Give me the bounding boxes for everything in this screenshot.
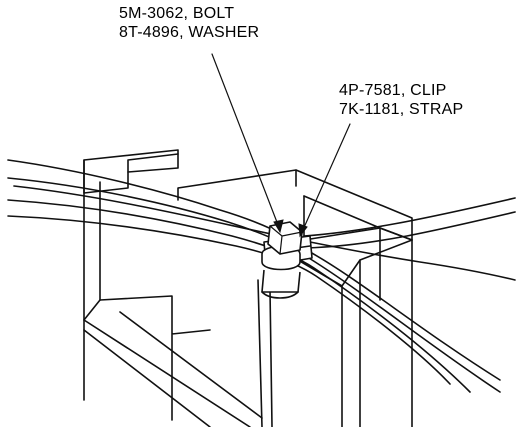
leader-clip-arrowhead bbox=[298, 223, 308, 238]
bracket-front-left-edge bbox=[83, 299, 211, 427]
bracket-back-right-face bbox=[177, 169, 413, 241]
cable-7 bbox=[305, 211, 516, 249]
leader-clip bbox=[301, 123, 351, 233]
bracket-bottom-slant bbox=[83, 311, 263, 427]
callout-bolt-part-number: 5M-3062, BOLT bbox=[119, 5, 235, 22]
bolt-washer bbox=[261, 221, 303, 299]
bolt-head-facets bbox=[269, 225, 303, 255]
leader-bolt bbox=[211, 53, 281, 231]
cable-5 bbox=[13, 185, 516, 281]
mounting-boss bbox=[261, 269, 301, 293]
bracket-right-top bbox=[297, 239, 413, 287]
bracket-top-notch bbox=[127, 153, 179, 173]
leader-lines bbox=[211, 53, 351, 238]
callout-bolt-washer: 5M-3062, BOLT 8T-4896, WASHER bbox=[119, 4, 259, 42]
bracket-left-side bbox=[83, 159, 101, 401]
boss-lines bbox=[261, 291, 299, 299]
leader-bolt-arrowhead bbox=[273, 219, 284, 234]
callout-clip-part-number: 4P-7581, CLIP bbox=[339, 82, 447, 99]
bracket-right-side bbox=[341, 239, 413, 427]
callout-strap-part-number: 7K-1181, STRAP bbox=[339, 101, 464, 118]
mounting-bracket bbox=[83, 149, 413, 427]
cable-6 bbox=[303, 197, 516, 237]
bracket-center-web bbox=[257, 279, 273, 427]
callout-washer-part-number: 8T-4896, WASHER bbox=[119, 24, 260, 41]
bracket-right-flange bbox=[177, 169, 413, 241]
bolt-head bbox=[267, 221, 303, 255]
bracket-front-left-panel bbox=[99, 295, 211, 421]
callout-clip-strap: 4P-7581, CLIP 7K-1181, STRAP bbox=[339, 81, 463, 119]
